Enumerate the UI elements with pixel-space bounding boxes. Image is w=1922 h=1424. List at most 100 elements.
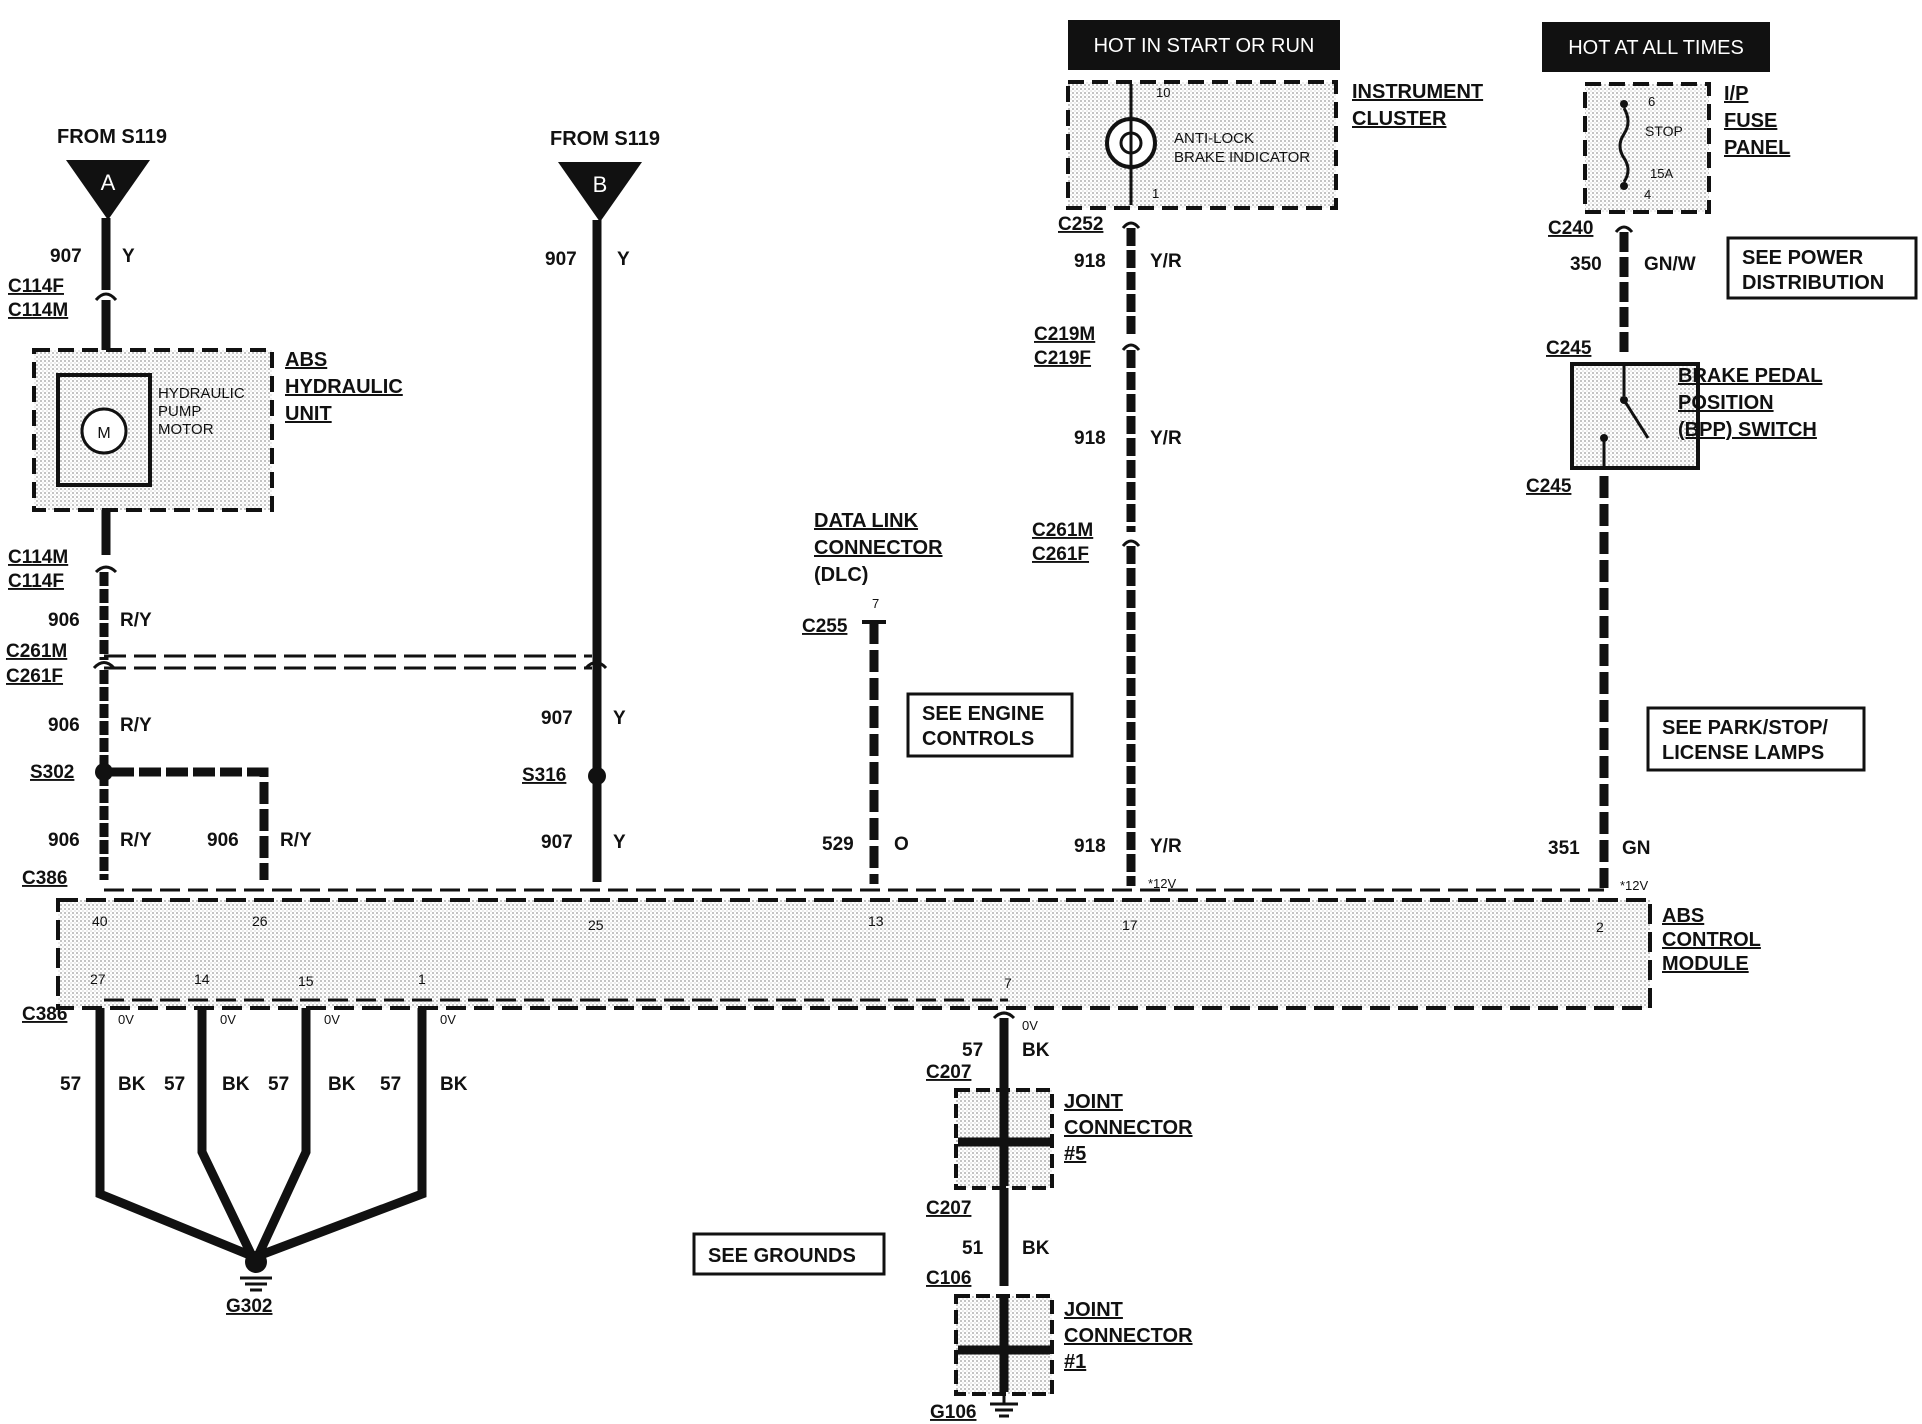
w57-joint-label: 57 [962,1040,983,1061]
ip-fuse-panel: 6 STOP 15A 4 I/P FUSE PANEL [1583,82,1790,214]
module-pin-7-connector [992,1011,1016,1020]
joint5-name-2: CONNECTOR [1064,1117,1193,1139]
see-park-line-2: LICENSE LAMPS [1662,742,1824,764]
w57-c-label: 57 [268,1074,289,1095]
c219f-label: C219F [1034,348,1091,369]
fuse-panel-name-3: PANEL [1724,137,1790,159]
cluster-pin-top: 10 [1156,85,1170,100]
wire-529-label: 529 [822,834,854,855]
hot-start-run-banner [1068,20,1340,70]
see-engine-box [906,692,1074,758]
module-pin-1: 1 [418,971,426,987]
joint1-name-1: JOINT [1064,1299,1123,1321]
c240-label: C240 [1548,218,1593,239]
wire-906-lower-color: R/Y [120,715,152,736]
source-b-triangle [558,162,642,222]
g302-ground-icon [240,1251,272,1292]
pump-label-1: HYDRAULIC [158,385,245,402]
wire-918-mid-label: 918 [1074,428,1106,449]
wire-907-b-top-color: Y [617,249,630,270]
wire-529-color: O [894,834,909,855]
source-a-triangle [66,160,150,220]
abs-hydraulic-name-1: ABS [285,349,327,371]
pump-label-3: MOTOR [158,421,214,438]
fuse-pin-top: 6 [1648,94,1655,109]
pump-label-2: PUMP [158,403,201,420]
module-pin-13: 13 [868,913,884,929]
source-a-label: FROM S119 [57,126,167,148]
fuse-name: STOP [1645,123,1683,139]
hot-all-times-banner [1542,22,1770,72]
c114f-top-label: C114F [8,276,64,297]
abs-module-name-2: CONTROL [1662,929,1761,951]
c261f-right-label: C261F [1032,544,1089,565]
wire-351-label: 351 [1548,838,1580,859]
source-a: FROM S119 A [57,126,167,220]
ground-wire-15 [253,1008,311,1258]
see-grounds-text: SEE GROUNDS [708,1245,856,1267]
fuse-icon [1618,107,1630,183]
abs-hydraulic-unit: M HYDRAULIC PUMP MOTOR ABS HYDRAULIC UNI… [32,348,403,512]
c240-connector [1614,225,1634,233]
joint1-name-3: #1 [1064,1351,1086,1373]
c261-left-connector [92,661,116,670]
c245-bottom-label: C245 [1526,476,1572,497]
motor-symbol: M [97,425,110,442]
see-power-box [1726,236,1918,300]
abs-control-module: 40 26 25 13 17 2 27 14 15 1 7 ABS CONTRO… [56,898,1761,1010]
c207-bottom-label: C207 [926,1198,971,1219]
module-pin-14: 14 [194,971,210,987]
voltage-12v-918: *12V [1148,876,1177,891]
module-pin-26: 26 [252,913,268,929]
g106-label: G106 [930,1402,976,1423]
w57-joint-color: BK [1022,1040,1050,1061]
cluster-name-1: INSTRUMENT [1352,81,1483,103]
wire-907-b-top-label: 907 [545,249,577,270]
cluster-pin-bottom: 1 [1152,186,1159,201]
bpp-name-2: POSITION [1678,392,1774,414]
wire-906-c386-label: 906 [48,830,80,851]
bpp-switch-blade-icon [1622,399,1650,439]
wire-906-lower-label: 906 [48,715,80,736]
voltage-0v-1: 0V [440,1012,456,1027]
see-power-line-2: DISTRIBUTION [1742,272,1884,294]
see-park-box [1646,706,1866,772]
wire-907-b-mid-color: Y [613,708,626,729]
hot-start-run-text: HOT IN START OR RUN [1094,35,1315,57]
wire-918-top-label: 918 [1074,251,1106,272]
c252-connector [1121,221,1141,229]
abs-module-name-1: ABS [1662,905,1704,927]
wire-907-b-low-color: Y [613,832,626,853]
module-pin-17: 17 [1122,917,1138,933]
bpp-name-1: BRAKE PEDAL [1678,365,1822,387]
abs-hydraulic-name-2: HYDRAULIC [285,376,403,398]
wire-350-color: GN/W [1644,254,1696,275]
joint-connector-1: JOINT CONNECTOR #1 [954,1294,1193,1396]
abs-module-name-3: MODULE [1662,953,1749,975]
c114m-bottom-label: C114M [8,547,68,568]
see-engine-line-2: CONTROLS [922,728,1034,750]
dlc-name-3: (DLC) [814,564,868,586]
source-b: FROM S119 B [550,128,660,222]
voltage-12v-351: *12V [1620,878,1649,893]
c261-right-connector [1121,539,1141,547]
c386-bottom-label: C386 [22,1004,67,1025]
source-b-label: FROM S119 [550,128,660,150]
wire-906-upper-color: R/Y [120,610,152,631]
cluster-name-2: CLUSTER [1352,108,1447,130]
joint5-name-1: JOINT [1064,1091,1123,1113]
g106-ground-icon [990,1394,1018,1418]
g302-label: G302 [226,1296,272,1317]
module-pin-25: 25 [588,917,604,933]
dlc-name-1: DATA LINK [814,510,919,532]
c261m-right-label: C261M [1032,520,1093,541]
fuse-terminal-top [1620,100,1628,108]
ground-wire-14 [197,1008,257,1258]
s302-label: S302 [30,762,74,783]
module-pin-2: 2 [1596,919,1604,935]
dlc-pin: 7 [872,596,879,611]
w57-d-label: 57 [380,1074,401,1095]
s316-label: S316 [522,765,566,786]
c106-label: C106 [926,1268,971,1289]
